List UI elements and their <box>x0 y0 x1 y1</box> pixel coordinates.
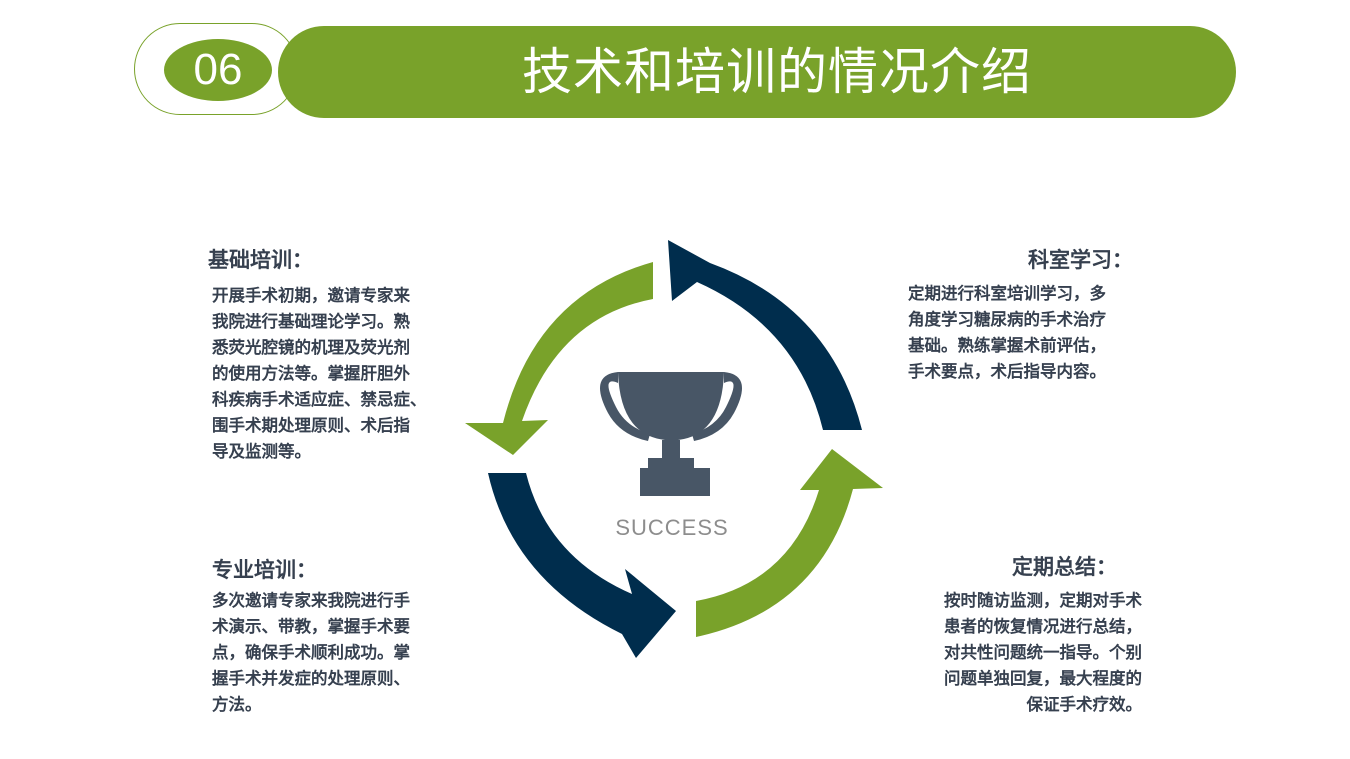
arrow-bottom-right <box>696 449 883 637</box>
special-training-text: 多次邀请专家来我院进行手 术演示、带教，掌握手术要 点，确保手术顺利成功。掌 握… <box>212 588 462 718</box>
arrow-bottom-left <box>488 473 676 658</box>
text-line: 悉荧光腔镜的机理及荧光剂 <box>212 338 410 357</box>
basic-training-heading: 基础培训： <box>208 248 313 272</box>
section-number-badge <box>164 39 272 101</box>
text-line: 导及监测等。 <box>212 442 311 461</box>
summary-heading: 定期总结： <box>1012 555 1117 579</box>
arrow-top-left <box>465 262 653 455</box>
text-line: 的使用方法等。掌握肝胆外 <box>212 364 410 383</box>
text-line: 患者的恢复情况进行总结， <box>944 617 1142 636</box>
text-line: 科疾病手术适应症、禁忌症、 <box>212 390 427 409</box>
text-line: 基础。熟练掌握术前评估， <box>908 336 1106 355</box>
section-number: 06 <box>193 45 243 94</box>
basic-training-text: 开展手术初期，邀请专家来 我院进行基础理论学习。熟 悉荧光腔镜的机理及荧光剂 的… <box>212 283 462 465</box>
success-label: SUCCESS <box>615 515 729 540</box>
text-line: 多次邀请专家来我院进行手 <box>212 591 410 610</box>
text-line: 手术要点，术后指导内容。 <box>908 362 1106 381</box>
page-title: 技术和培训的情况介绍 <box>522 43 1032 101</box>
text-line: 围手术期处理原则、术后指 <box>212 416 410 435</box>
cycle-diagram <box>465 240 883 658</box>
title-bar <box>278 26 1236 118</box>
dept-study-text: 定期进行科室培训学习，多 角度学习糖尿病的手术治疗 基础。熟练掌握术前评估， 手… <box>908 281 1158 385</box>
arrow-top-right <box>668 240 862 430</box>
text-line: 定期进行科室培训学习，多 <box>908 284 1106 303</box>
special-training-heading: 专业培训： <box>212 558 317 582</box>
text-line: 问题单独回复，最大程度的 <box>944 669 1142 688</box>
text-line: 握手术并发症的处理原则、 <box>212 669 410 688</box>
text-line: 方法。 <box>212 695 262 714</box>
summary-text: 按时随访监测，定期对手术 患者的恢复情况进行总结， 对共性问题统一指导。个别 问… <box>914 588 1142 718</box>
text-line: 开展手术初期，邀请专家来 <box>212 286 410 305</box>
text-line: 我院进行基础理论学习。熟 <box>212 312 410 331</box>
text-line: 对共性问题统一指导。个别 <box>944 643 1142 662</box>
text-line: 角度学习糖尿病的手术治疗 <box>908 310 1106 329</box>
text-line: 点，确保手术顺利成功。掌 <box>212 643 410 662</box>
text-line: 保证手术疗效。 <box>1026 695 1143 714</box>
text-line: 按时随访监测，定期对手术 <box>944 591 1142 610</box>
trophy-icon <box>600 372 742 496</box>
dept-study-heading: 科室学习： <box>1028 248 1133 272</box>
text-line: 术演示、带教，掌握手术要 <box>212 617 410 636</box>
